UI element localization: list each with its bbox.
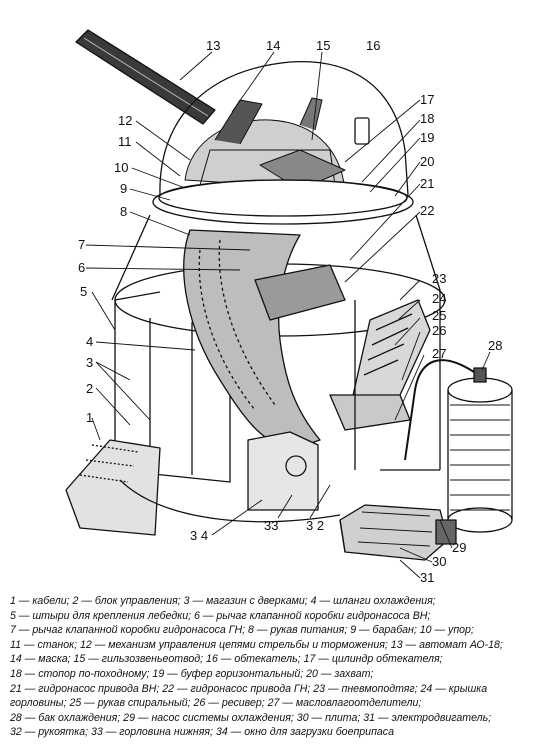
base-skirt — [111, 214, 441, 301]
label-28: 28 — [488, 338, 502, 353]
spiral-sleeve-panel — [351, 299, 431, 401]
caption-line: 1 — кабели; 2 — блок управления; 3 — маг… — [10, 595, 436, 607]
label-23: 23 — [432, 271, 446, 286]
label-2: 2 — [86, 381, 93, 396]
label-29: 29 — [452, 540, 466, 555]
caption-line: 21 — гидронасос привода ВН; 22 — гидрона… — [10, 682, 488, 695]
label-13: 13 — [206, 38, 220, 53]
feed-sleeve — [183, 229, 321, 451]
lower-neck — [247, 431, 319, 511]
upper-ring — [152, 179, 414, 225]
label-34: 3 4 — [190, 528, 208, 543]
label-17: 17 — [420, 92, 434, 107]
fairing-dome — [159, 60, 409, 196]
label-11: 11 — [118, 134, 132, 149]
label-19: 19 — [420, 130, 434, 145]
label-1: 1 — [86, 410, 93, 425]
label-24: 24 — [432, 291, 446, 306]
electric-motor — [339, 504, 457, 561]
label-14: 14 — [266, 38, 280, 53]
label-21: 21 — [420, 176, 434, 191]
label-6: 6 — [78, 260, 85, 275]
label-27: 27 — [432, 346, 446, 361]
caption-line: 14 — маска; 15 — гильзозвеньеотвод; 16 —… — [10, 653, 443, 666]
label-20: 20 — [420, 154, 434, 169]
caption-line: 28 — бак охлаждения; 29 — насос системы … — [10, 711, 492, 724]
label-15: 15 — [316, 38, 330, 53]
label-4: 4 — [86, 334, 93, 349]
label-30: 30 — [432, 554, 446, 569]
label-10: 10 — [114, 160, 128, 175]
label-8: 8 — [120, 204, 127, 219]
label-18: 18 — [420, 111, 434, 126]
hydraulic-pumps — [254, 264, 346, 321]
label-32: 3 2 — [306, 518, 324, 533]
label-33: 33 — [264, 518, 278, 533]
gun-barrel — [75, 29, 216, 125]
caption-line: горловины; 25 — рукав спиральный; 26 — р… — [10, 697, 422, 710]
label-16: 16 — [366, 38, 380, 53]
label-12: 12 — [118, 113, 132, 128]
label-25: 25 — [432, 308, 446, 323]
label-31: 31 — [420, 570, 434, 585]
caption-line: 18 — стопор по-походному; 19 — буфер гор… — [10, 667, 374, 680]
label-22: 22 — [420, 203, 434, 218]
leader-lines — [85, 51, 491, 579]
caption-line: 5 — штыри для крепления лебедки; 6 — рыч… — [10, 609, 431, 622]
figure-caption: 1 — кабели; 2 — блок управления; 3 — маг… — [10, 594, 552, 740]
fairing-cylinder — [354, 117, 370, 145]
caption-line: 32 — рукоятка; 33 — горловина нижняя; 34… — [10, 726, 394, 739]
caption-line: 11 — станок; 12 — механизм управления це… — [10, 638, 503, 651]
cooling-hose — [404, 359, 475, 461]
gun-mechanism — [184, 97, 346, 191]
cooling-tank — [447, 367, 513, 533]
label-9: 9 — [120, 181, 127, 196]
caption-line: 7 — рычаг клапанной коробки гидронасоса … — [10, 624, 474, 637]
label-3: 3 — [86, 355, 93, 370]
control-block — [65, 439, 161, 536]
gun-mount-diagram: 1 2 3 4 5 6 7 8 9 10 11 12 13 14 15 16 1… — [65, 29, 513, 585]
label-7: 7 — [78, 237, 85, 252]
label-26: 26 — [432, 323, 446, 338]
label-5: 5 — [80, 284, 87, 299]
callout-labels: 1 2 3 4 5 6 7 8 9 10 11 12 13 14 15 16 1… — [78, 38, 502, 585]
